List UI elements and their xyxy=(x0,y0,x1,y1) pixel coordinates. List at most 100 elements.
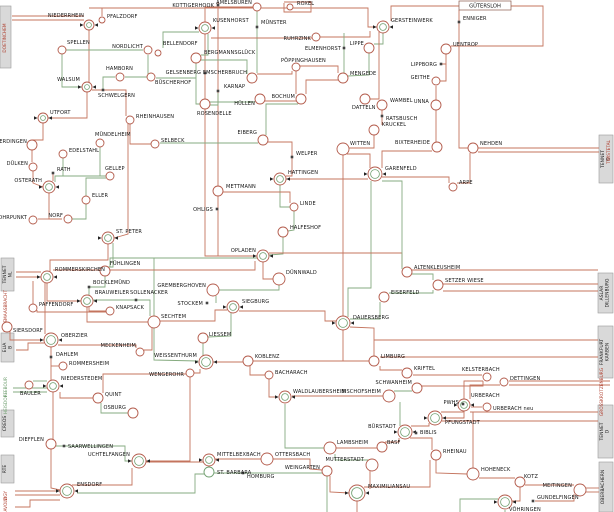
station-kotz xyxy=(514,476,526,488)
interconnector-label-grosskrotzenburg: GROSSKROTZENBURG xyxy=(599,368,605,416)
station-osburg xyxy=(127,407,139,419)
station-label-mengede: MENGEDE xyxy=(350,71,376,77)
feed-arrow-uchtelfangen xyxy=(128,459,132,463)
station-label-urberach: URBERACH xyxy=(471,393,500,399)
station-label-gellep: GELLEP xyxy=(105,166,125,172)
feed-arrow-garenfeld xyxy=(382,172,386,176)
line-red-171 xyxy=(268,379,278,398)
line-red-74 xyxy=(382,176,450,183)
edge-box-aslar-dillenburg xyxy=(597,272,614,314)
line-red-135 xyxy=(410,437,433,450)
station-label-unna: UNNA xyxy=(414,99,430,105)
station-label-dettingen: DETTINGEN xyxy=(510,376,540,382)
station-hamborn xyxy=(115,72,125,82)
station-core-niederrhein xyxy=(86,22,92,28)
station-core-mittelbexbach xyxy=(205,456,213,464)
station-label-meckenheim: MECKENHEIM xyxy=(101,343,136,349)
station-mengede xyxy=(337,72,349,84)
line-green-106 xyxy=(100,403,128,414)
station-label-kriftel: KRIFTEL xyxy=(414,366,435,372)
interconnector-label-doetinchem: DOETINCHEM xyxy=(2,23,8,52)
line-red-75 xyxy=(457,153,471,184)
station-nehden xyxy=(467,142,479,154)
station-sechtem xyxy=(147,315,161,329)
line-red-84 xyxy=(36,310,106,313)
station-label-ensdorf: ENSDORF xyxy=(77,482,102,488)
station-label-mettmann: METTMANN xyxy=(226,184,256,190)
station-meitingen xyxy=(573,483,587,497)
station-amelsb-ren xyxy=(252,2,262,12)
feed-arrow-opladen xyxy=(269,254,273,258)
station-label-meitingen: MEITINGEN xyxy=(543,483,572,489)
feed-arrow-brauweiler xyxy=(93,299,97,303)
station-mettmann xyxy=(212,185,224,197)
edge-box-nl-north xyxy=(0,5,12,69)
station-label-pfungstadt: PFUNGSTADT xyxy=(445,420,481,426)
station-eiserfeld xyxy=(378,291,390,303)
line-red-34 xyxy=(390,5,459,21)
station-label-siersdorf: SIERSDORF xyxy=(13,328,43,334)
station-label-kruckel: KRUCKEL xyxy=(382,122,406,128)
line-red-25 xyxy=(129,124,151,145)
station-label-opladen: OPLADEN xyxy=(231,248,256,254)
line-red-51 xyxy=(305,79,338,94)
station-core-rommerskirchen xyxy=(43,273,51,281)
junction-gundelfingen xyxy=(531,499,535,503)
station-core-ensdorf xyxy=(62,486,72,496)
line-green-79 xyxy=(88,276,106,295)
line-red-114 xyxy=(144,328,153,351)
station-label-st-peter: ST. PETER xyxy=(116,229,142,235)
station-label-hattingen: HATTINGEN xyxy=(288,170,318,176)
station-core-oberzier xyxy=(46,335,56,345)
edge-box-label-elia-b: B xyxy=(8,346,14,349)
station-koblenz xyxy=(242,355,254,367)
station-label-h-llen: HÜLLEN xyxy=(234,100,255,107)
line-red-121 xyxy=(15,499,60,508)
station-label-eiberg: EIBERG xyxy=(238,130,257,136)
line-green-130 xyxy=(334,454,368,461)
station-label-oberzier: OBERZIER xyxy=(61,333,88,339)
line-green-22 xyxy=(85,177,106,196)
feed-arrow-siegburg xyxy=(223,305,227,309)
line-red-142 xyxy=(342,330,369,362)
line-green-77 xyxy=(109,257,257,267)
station-label-stockem: STOCKEM xyxy=(178,301,203,307)
station-label-maximiliansau: MAXIMILIANSAU xyxy=(368,484,410,490)
station-label-emscherbruch: EMSCHERBRUCH xyxy=(203,70,247,76)
station-f-hlingen xyxy=(99,265,111,277)
line-red-33 xyxy=(283,1,312,13)
feed-arrow-oberzier xyxy=(40,338,44,342)
line-red-128 xyxy=(329,476,350,494)
station-bergmannsgl-ck xyxy=(190,52,202,64)
line-red-94 xyxy=(160,309,227,322)
station-label-bacharach: BACHARACH xyxy=(275,370,308,376)
line-red-140 xyxy=(379,366,402,371)
station-label-d-nnwald: DÜNNWALD xyxy=(286,269,317,276)
station-kruckel xyxy=(368,124,380,136)
station-bellendorf xyxy=(154,49,162,57)
line-red-117 xyxy=(50,449,61,491)
line-red-103 xyxy=(194,369,201,374)
station-label-eller: ELLER xyxy=(92,193,108,199)
edge-box-label-tennet-d-1: TENNET xyxy=(600,150,606,169)
feed-arrow-gersteinwerk xyxy=(373,25,377,29)
station-core-weissenthurm xyxy=(201,357,211,367)
station-label-gohrpunkt: GOHRPUNKT xyxy=(0,215,28,221)
station-label-gersteinwerk: GERSTEINWERK xyxy=(391,18,433,24)
station-p-ppinghausen xyxy=(291,62,301,72)
junction-bocklem-nd xyxy=(87,285,91,289)
feed-arrow-st-peter xyxy=(98,236,102,240)
station-label-dauersberg: DAUERSBERG xyxy=(353,315,389,321)
station-label-gundelfingen: GUNDELFINGEN xyxy=(537,495,579,501)
junction-ratsbusch xyxy=(380,114,384,118)
junction-welper xyxy=(290,155,294,159)
feed-arrow-niederrhein xyxy=(94,23,98,27)
feed-arrow-dauersberg xyxy=(332,321,336,325)
station-label-datteln: DATTELN xyxy=(352,105,376,111)
station-core-brauweiler xyxy=(83,297,91,305)
feed-arrow-pfungstadt xyxy=(442,416,446,420)
line-red-60 xyxy=(300,65,339,73)
station-label-saarwellingen: SAARWELLINGEN xyxy=(68,444,113,450)
feed-arrow-dauersberg xyxy=(350,321,354,325)
